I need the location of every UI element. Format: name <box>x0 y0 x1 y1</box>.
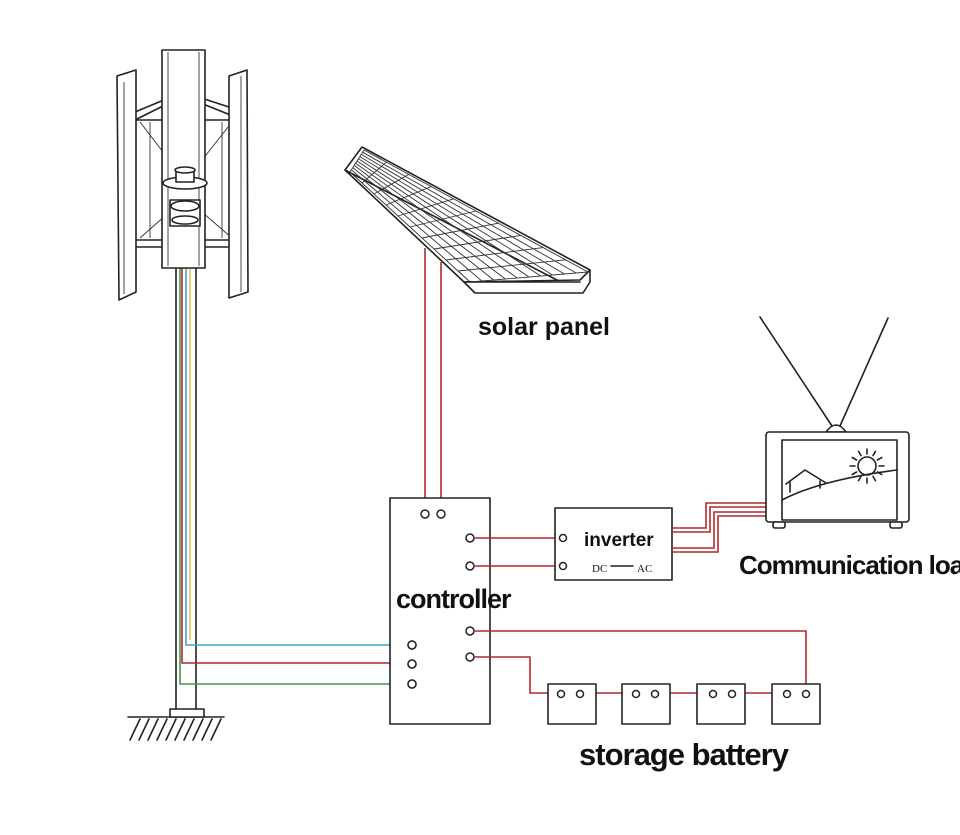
wire-batt-neg <box>474 656 560 694</box>
wind-turbine <box>116 49 410 741</box>
inverter-terminal-2 <box>558 561 568 571</box>
terminal-battery-2 <box>465 652 475 662</box>
battery-terminal <box>556 689 566 699</box>
communication-load-tv: Communication load <box>739 316 960 580</box>
tv-sun <box>857 456 877 476</box>
wire-blue <box>185 228 410 646</box>
terminal-solar-1 <box>420 509 430 519</box>
wire-batt-pos <box>474 630 807 693</box>
antenna-base <box>825 424 847 433</box>
antenna-left <box>759 316 833 427</box>
battery-terminal <box>727 689 737 699</box>
wire-red-turbine <box>181 228 410 664</box>
battery-cell-3 <box>696 683 746 725</box>
wire-inv-tv-1 <box>672 502 766 529</box>
battery-terminal <box>650 689 660 699</box>
inverter-box <box>554 507 673 581</box>
battery-terminal <box>801 689 811 699</box>
terminal-solar-2 <box>436 509 446 519</box>
tv-house-roof <box>785 469 827 485</box>
inverter-terminal-1 <box>558 533 568 543</box>
blade-left <box>116 69 137 301</box>
storage-battery: storage battery <box>474 630 821 772</box>
ground-hatch <box>127 716 225 741</box>
inverter-ac-label: AC <box>637 563 652 575</box>
inverter: inverter DC AC <box>554 507 673 581</box>
inverter-label: inverter <box>584 530 654 551</box>
wire-inv-tv-2 <box>672 506 766 533</box>
controller-label: controller <box>396 584 512 614</box>
tower-base <box>169 708 205 718</box>
battery-terminal <box>631 689 641 699</box>
wire-inv-tv-4 <box>672 515 766 553</box>
blade-right <box>228 69 249 299</box>
antenna-right <box>839 317 889 427</box>
solar-panel-label: solar panel <box>478 313 610 341</box>
battery-cell-4 <box>771 683 821 725</box>
battery-cell-1 <box>547 683 597 725</box>
tv-sun-rays <box>849 448 885 484</box>
tv-hill <box>781 469 898 501</box>
battery-terminal <box>708 689 718 699</box>
wire-green <box>179 228 410 685</box>
wire-inv-tv-3 <box>672 511 766 549</box>
terminal-battery-1 <box>465 626 475 636</box>
inverter-dc-label: DC <box>592 563 607 575</box>
storage-battery-label: storage battery <box>579 737 790 772</box>
tv-foot-left <box>772 521 786 529</box>
terminal-inverter-1 <box>465 533 475 543</box>
battery-cell-2 <box>621 683 671 725</box>
battery-terminal <box>782 689 792 699</box>
tv-foot-right <box>889 521 903 529</box>
communication-load-label: Communication load <box>739 550 960 580</box>
solar-cells <box>349 149 589 283</box>
battery-terminal <box>575 689 585 699</box>
rotor <box>116 49 249 301</box>
controller: controller <box>389 497 513 725</box>
solar-panel: solar panel <box>344 146 610 513</box>
terminal-inverter-2 <box>465 561 475 571</box>
